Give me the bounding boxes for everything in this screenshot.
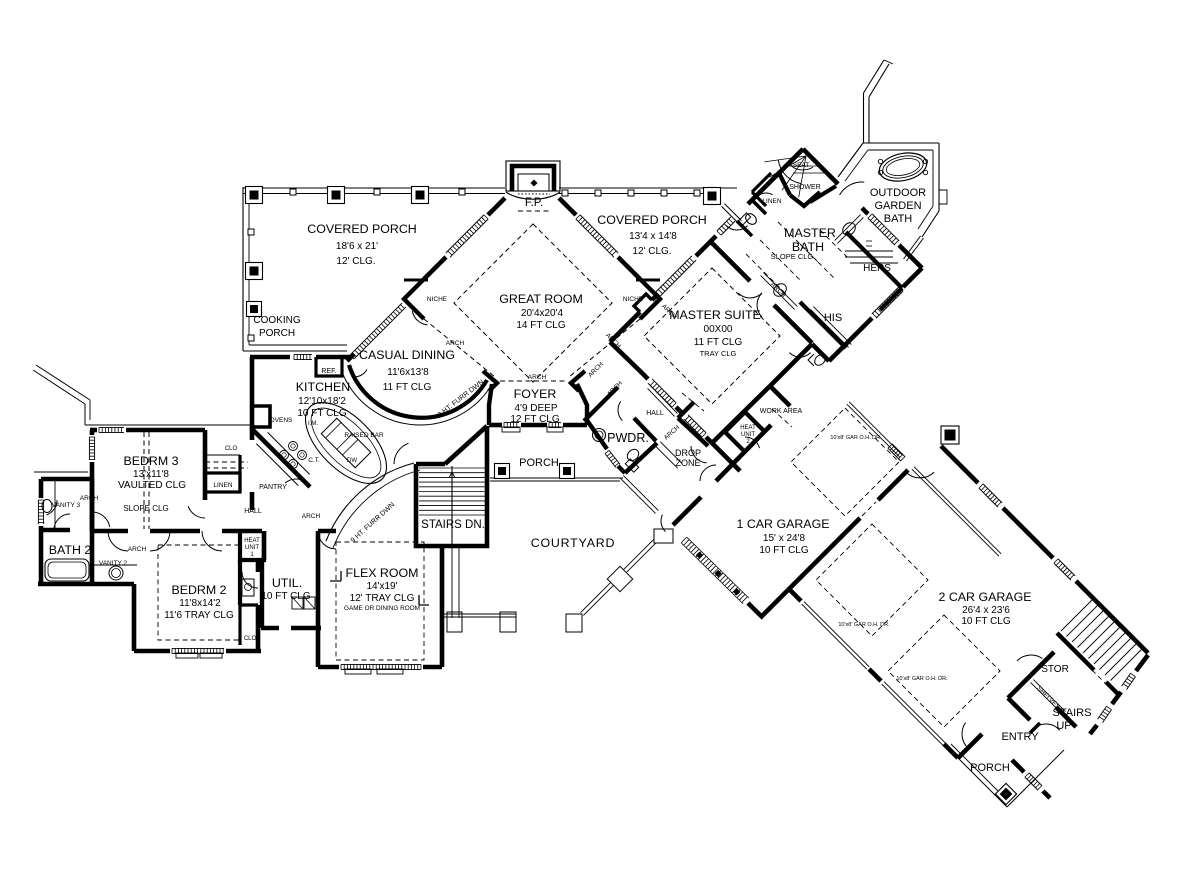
svg-text:KITCHEN: KITCHEN: [296, 380, 350, 394]
svg-text:PANTRY: PANTRY: [259, 484, 287, 491]
svg-text:12' CLG.: 12' CLG.: [336, 256, 375, 267]
svg-text:STOR: STOR: [1041, 664, 1069, 675]
svg-text:15' x 24'8: 15' x 24'8: [763, 533, 806, 544]
svg-text:00X00: 00X00: [704, 324, 733, 335]
svg-text:PORCH: PORCH: [259, 328, 295, 339]
svg-text:COOKING: COOKING: [253, 315, 300, 326]
svg-text:PORCH: PORCH: [970, 762, 1010, 774]
svg-text:COURTYARD: COURTYARD: [531, 536, 616, 550]
svg-text:UP: UP: [1056, 720, 1071, 732]
svg-text:11 FT CLG: 11 FT CLG: [694, 337, 743, 348]
svg-text:DW: DW: [347, 458, 357, 464]
svg-text:2 CAR GARAGE: 2 CAR GARAGE: [939, 590, 1032, 604]
svg-text:14 FT CLG: 14 FT CLG: [516, 320, 565, 331]
svg-text:RAISED BAR: RAISED BAR: [344, 432, 384, 439]
svg-text:NICHE: NICHE: [427, 296, 448, 303]
svg-text:PWDR.: PWDR.: [607, 431, 649, 445]
svg-text:4'9 DEEP: 4'9 DEEP: [514, 403, 557, 414]
svg-text:VAULTED CLG: VAULTED CLG: [118, 480, 186, 491]
svg-text:BATH 2: BATH 2: [49, 543, 92, 557]
svg-text:BATH: BATH: [884, 213, 913, 225]
svg-text:11'8x14'2: 11'8x14'2: [179, 598, 221, 609]
svg-text:12 FT CLG: 12 FT CLG: [510, 414, 559, 425]
svg-text:ARCH: ARCH: [446, 340, 465, 347]
svg-text:10 FT CLG: 10 FT CLG: [759, 545, 808, 556]
svg-text:OUTDOOR: OUTDOOR: [870, 187, 926, 199]
svg-text:12'10x18'2: 12'10x18'2: [298, 396, 346, 407]
svg-text:GARDEN: GARDEN: [874, 200, 921, 212]
svg-text:SHOWER: SHOWER: [789, 184, 821, 191]
svg-text:VANITY 2: VANITY 2: [99, 560, 128, 567]
svg-text:COVERED PORCH: COVERED PORCH: [307, 222, 416, 236]
svg-text:F.P.: F.P.: [525, 197, 543, 209]
svg-text:10 FT CLG: 10 FT CLG: [261, 591, 310, 602]
svg-text:COVERED PORCH: COVERED PORCH: [597, 213, 706, 227]
svg-text:LINEN: LINEN: [762, 198, 781, 205]
svg-text:20'4x20'4: 20'4x20'4: [521, 308, 564, 319]
svg-text:26'4 x 23'6: 26'4 x 23'6: [962, 605, 1010, 616]
svg-text:14'x19': 14'x19': [366, 581, 397, 592]
svg-text:DROP: DROP: [675, 448, 701, 458]
svg-text:MASTER SUITE: MASTER SUITE: [669, 308, 761, 322]
svg-text:HEAT: HEAT: [740, 425, 756, 431]
svg-text:ENTRY: ENTRY: [1001, 731, 1039, 743]
svg-text:GAME OR DINING ROOM: GAME OR DINING ROOM: [344, 605, 420, 612]
svg-text:MASTER: MASTER: [784, 226, 836, 240]
svg-text:13'x11'8: 13'x11'8: [133, 469, 169, 480]
svg-text:WORK AREA: WORK AREA: [760, 408, 803, 415]
svg-text:FOYER: FOYER: [514, 387, 557, 401]
svg-text:SEAT: SEAT: [793, 162, 810, 169]
svg-text:HEAT: HEAT: [244, 538, 260, 544]
svg-text:UNIT: UNIT: [741, 432, 755, 438]
svg-text:2: 2: [746, 439, 750, 445]
svg-text:11'6x13'8: 11'6x13'8: [387, 367, 429, 378]
svg-text:11 FT CLG: 11 FT CLG: [383, 382, 432, 393]
svg-text:ARCH: ARCH: [302, 513, 321, 520]
svg-text:ARCH: ARCH: [128, 546, 147, 553]
svg-text:GREAT ROOM: GREAT ROOM: [499, 292, 583, 306]
svg-text:10 FT CLG: 10 FT CLG: [297, 408, 346, 419]
svg-text:UTIL.: UTIL.: [272, 576, 302, 590]
svg-text:PORCH: PORCH: [519, 457, 559, 469]
svg-text:10'x8' GAR O.H. DR.: 10'x8' GAR O.H. DR.: [896, 676, 948, 682]
svg-text:10'x8' GAR O.H. DR.: 10'x8' GAR O.H. DR.: [838, 622, 890, 628]
svg-text:OVENS: OVENS: [270, 417, 293, 424]
svg-text:ZONE: ZONE: [675, 458, 700, 468]
svg-text:BATH: BATH: [792, 240, 824, 254]
svg-text:TRAY CLG: TRAY CLG: [700, 349, 737, 358]
svg-text:STAIRS DN.: STAIRS DN.: [421, 519, 485, 531]
svg-text:SLOPE CLG: SLOPE CLG: [123, 504, 168, 513]
svg-text:C.T.: C.T.: [308, 457, 320, 464]
svg-text:1 CAR GARAGE: 1 CAR GARAGE: [737, 517, 830, 531]
svg-text:SLOPE CLG: SLOPE CLG: [771, 252, 814, 261]
svg-text:11'6 TRAY CLG: 11'6 TRAY CLG: [164, 610, 234, 621]
svg-text:13'4 x 14'8: 13'4 x 14'8: [629, 231, 677, 242]
svg-text:CLO: CLO: [244, 636, 257, 642]
svg-text:BEDRM 2: BEDRM 2: [171, 583, 226, 597]
svg-text:HALL: HALL: [646, 410, 664, 417]
svg-text:12' CLG.: 12' CLG.: [632, 246, 671, 257]
svg-text:HERS: HERS: [863, 263, 891, 274]
svg-text:BEDRM 3: BEDRM 3: [123, 454, 178, 468]
svg-text:CLO: CLO: [225, 446, 238, 452]
svg-text:10'x8' GAR O.H. DR.: 10'x8' GAR O.H. DR.: [830, 435, 882, 441]
svg-text:HIS: HIS: [824, 312, 842, 324]
svg-text:1: 1: [250, 552, 254, 558]
svg-text:LINEN: LINEN: [213, 482, 232, 489]
svg-text:UNIT: UNIT: [245, 545, 259, 551]
svg-text:VANITY 3: VANITY 3: [52, 502, 81, 509]
svg-text:12' TRAY CLG: 12' TRAY CLG: [350, 593, 415, 604]
svg-text:18'6 x 21': 18'6 x 21': [336, 241, 378, 252]
svg-text:NICHE: NICHE: [623, 296, 644, 303]
svg-text:CASUAL DINING: CASUAL DINING: [359, 348, 455, 362]
svg-text:10 FT CLG: 10 FT CLG: [961, 616, 1010, 627]
svg-text:ARCH: ARCH: [80, 495, 99, 502]
svg-text:HALL: HALL: [244, 508, 262, 515]
svg-text:I.M.: I.M.: [308, 421, 318, 427]
svg-text:FLEX ROOM: FLEX ROOM: [346, 566, 419, 580]
svg-text:REF.: REF.: [321, 368, 336, 375]
